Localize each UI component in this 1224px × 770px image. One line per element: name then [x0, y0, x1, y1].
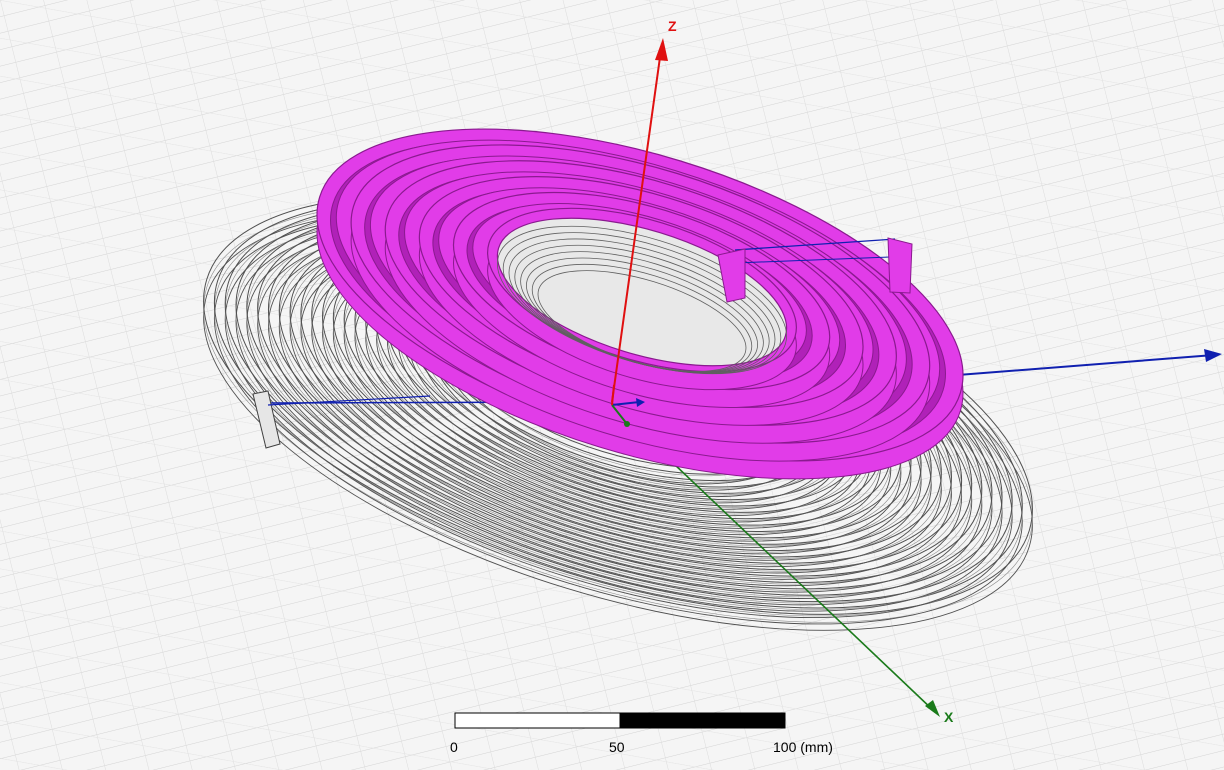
- scale-bar: 0 50 100 (mm): [450, 712, 833, 755]
- top-spiral-coil[interactable]: [279, 63, 1002, 545]
- bottom-coil-terminal[interactable]: [252, 390, 431, 449]
- z-axis: Z: [611, 18, 677, 403]
- z-axis-label: Z: [668, 18, 677, 34]
- center-hole-visible-turn: [537, 270, 747, 372]
- x-axis-label: X: [944, 709, 954, 725]
- scale-bar-white-segment: [454, 712, 621, 729]
- scale-label-100: 100 (mm): [773, 739, 833, 755]
- top-coil-center-hole: [496, 217, 788, 367]
- top-coil-terminal[interactable]: [717, 237, 913, 303]
- origin-triad: [611, 384, 645, 427]
- scale-label-0: 0: [450, 739, 458, 755]
- scale-bar-black-segment: [619, 712, 786, 729]
- scale-label-50: 50: [609, 739, 625, 755]
